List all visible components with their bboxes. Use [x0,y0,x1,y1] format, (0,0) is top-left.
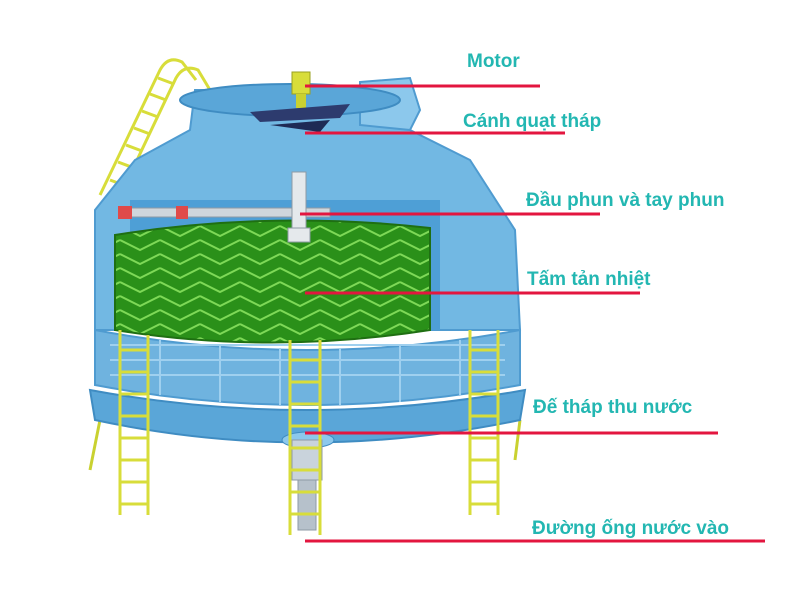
water-inlet-pipe [291,439,323,531]
label-fan: Cánh quạt tháp [463,111,602,132]
fill-media [114,219,431,344]
tower-louver-section [94,328,521,406]
label-basin: Đế tháp thu nước [533,397,693,418]
label-inlet: Đường ống nước vào [532,518,730,539]
label-fill: Tấm tản nhiệt [527,269,651,290]
label-motor: Motor [467,51,520,72]
motor-assembly [250,71,350,132]
front-ladders [118,330,500,535]
spray-arm [118,171,331,243]
water-basin [88,388,527,444]
label-nozzle: Đầu phun và tay phun [526,190,725,211]
access-ladder [98,58,212,201]
